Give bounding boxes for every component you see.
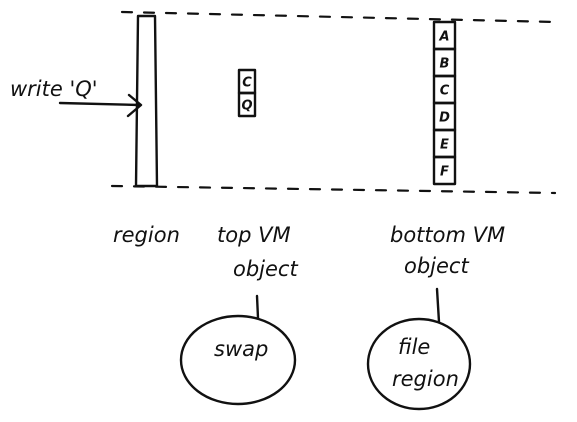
swap-label: swap [214,337,268,361]
top-object-page-box [237,91,257,118]
bottom-object-page-box [432,155,457,186]
bottom-object-page-label: E [440,138,449,153]
file-region-store [366,317,472,411]
top-vm-object-label-line2: object [233,257,298,281]
bottom-vm-object-label-line1: bottom VM [390,223,505,247]
top-object-page-label: Q [241,99,252,114]
file-region-connector [435,287,441,324]
region-label: region [113,223,180,247]
file-region-label-line1: file [398,335,430,359]
file-region-label-line2: region [392,367,459,391]
top-vm-object-label-line1: top VM [217,223,291,247]
top-object-page-label: C [242,76,252,91]
bottom-object-page-label: F [440,165,449,180]
bottom-object-page-label: C [440,84,450,99]
top-boundary-line [120,10,557,24]
write-arrow-head [126,93,143,118]
bottom-boundary-line [110,184,557,195]
top-object-page-stack: CQ [237,68,257,118]
write-arrow [58,101,142,107]
swap-store [179,314,297,406]
write-label: write 'Q' [10,77,98,101]
bottom-vm-object-label-line2: object [404,254,469,278]
bottom-object-page-label: A [438,30,449,45]
swap-connector [255,294,260,320]
bottom-object-page-label: D [439,111,450,126]
bottom-object-page-label: B [440,57,450,72]
region-column [134,14,159,188]
